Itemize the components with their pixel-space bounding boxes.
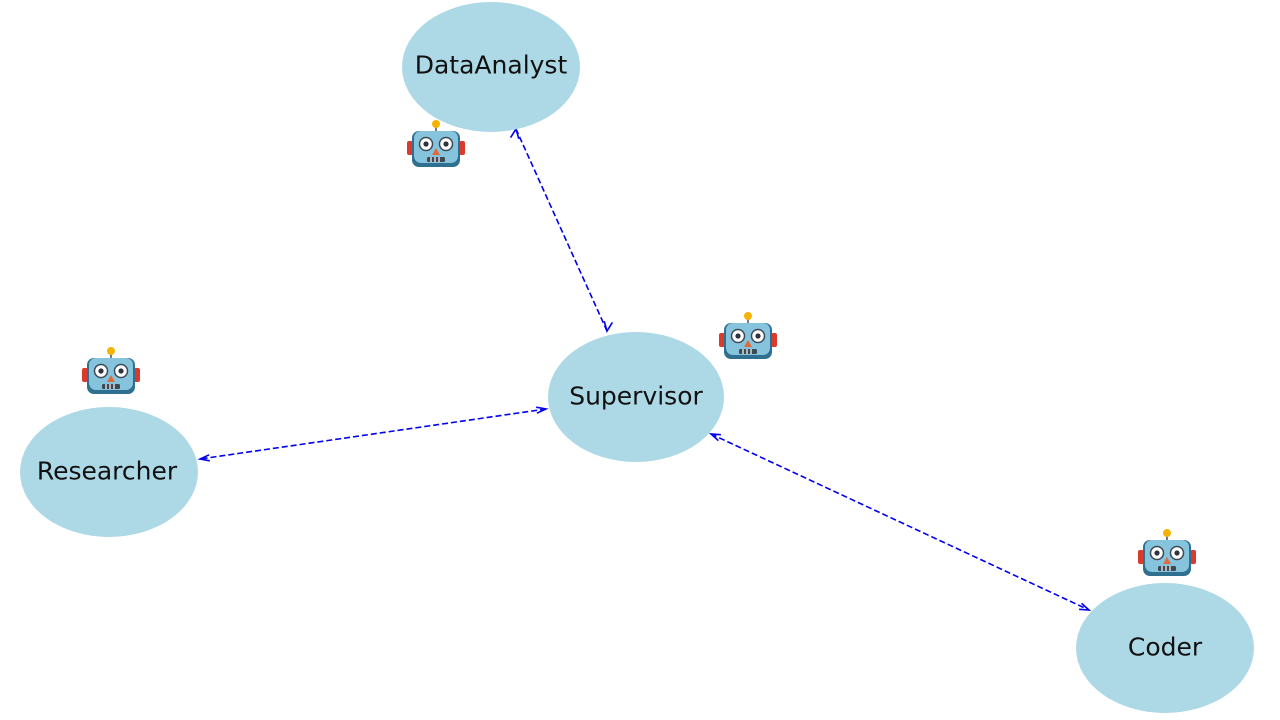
node-researcher[interactable]: Researcher [20, 407, 198, 537]
robot-icon [1137, 528, 1197, 577]
node-circle [402, 2, 580, 132]
node-label-researcher: Researcher [37, 457, 178, 486]
arrow-head-supervisor [708, 433, 721, 442]
arrow-head-researcher [197, 454, 210, 462]
node-label-dataanalyst: DataAnalyst [415, 51, 568, 80]
edge-supervisor-researcher [197, 406, 549, 462]
arrow-head-supervisor [536, 406, 549, 414]
nodes-layer: DataAnalyst Supervisor Researcher Coder [20, 2, 1254, 713]
node-label-supervisor: Supervisor [569, 382, 703, 411]
node-circle [548, 332, 724, 462]
arrow-head-supervisor [603, 320, 614, 333]
edges-layer [197, 127, 1092, 611]
edge-line [199, 408, 547, 460]
arrow-head-dataanalyst [509, 127, 520, 140]
node-supervisor[interactable]: Supervisor [548, 332, 724, 462]
edge-supervisor-dataanalyst [509, 127, 614, 333]
node-label-coder: Coder [1128, 633, 1203, 662]
node-dataanalyst[interactable]: DataAnalyst [402, 2, 580, 132]
node-coder[interactable]: Coder [1076, 583, 1254, 713]
robot-icon [81, 346, 141, 395]
edge-line [515, 128, 608, 332]
edge-line [710, 433, 1090, 611]
node-circle [20, 407, 198, 537]
arrow-head-coder [1079, 602, 1092, 611]
robot-icon [406, 119, 466, 168]
node-circle [1076, 583, 1254, 713]
edge-supervisor-coder [708, 433, 1092, 611]
robot-icon [718, 311, 778, 360]
